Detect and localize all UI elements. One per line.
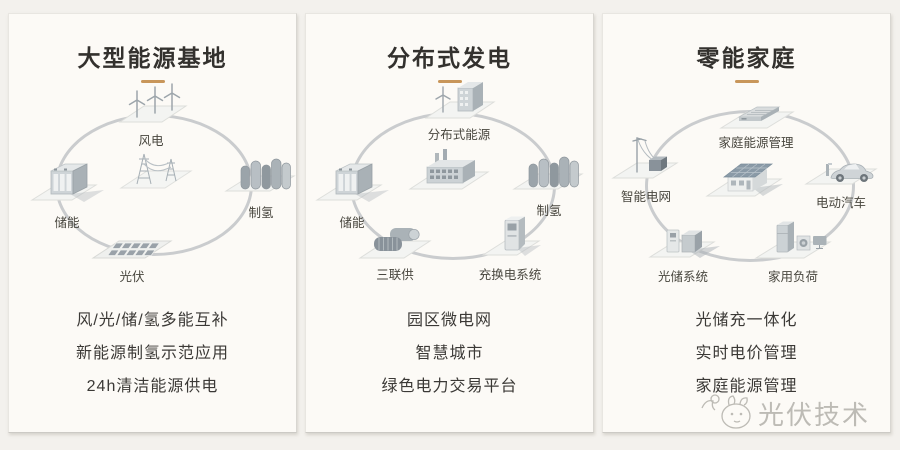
feature-item: 新能源制氢示范应用: [75, 345, 229, 362]
node-smart-grid: 智能电网: [603, 126, 716, 205]
feature-list: 风/光/储/氢多能互补 新能源制氢示范应用 24h清洁能源供电: [9, 304, 296, 403]
feature-item: 绿色电力交易平台: [381, 378, 518, 395]
pv-storage-icon: [640, 212, 726, 266]
smart-grid-icon: [603, 126, 689, 186]
node-solar-house: [674, 146, 814, 202]
node-label: 三联供: [376, 268, 414, 282]
node-label: 储能: [339, 216, 365, 230]
node-hydrogen: 制氢: [191, 144, 296, 221]
feature-item: 实时电价管理: [695, 345, 798, 362]
panel-zero-energy-home: 零能家庭 家庭能源管理: [602, 13, 891, 433]
node-label: 家用负荷: [767, 270, 818, 284]
feature-item: 智慧城市: [415, 345, 484, 362]
node-label: 风电: [138, 134, 164, 148]
hydrogen-tanks-icon: [218, 144, 296, 202]
node-label: 充换电系统: [478, 268, 542, 282]
node-label: 电动汽车: [815, 196, 866, 210]
node-label: 制氢: [536, 204, 562, 218]
solar-array-icon: [89, 212, 175, 266]
node-label: 光储系统: [657, 270, 708, 284]
node-electric-vehicle: 电动汽车: [771, 138, 890, 211]
feature-item: 24h清洁能源供电: [86, 378, 219, 395]
distributed-energy-icon: [416, 68, 502, 124]
node-label: 家庭能源管理: [718, 136, 794, 150]
title-underline: [734, 80, 759, 83]
feature-list: 光储充一体化 实时电价管理 家庭能源管理: [603, 304, 890, 403]
panel-distributed-generation: 分布式发电 分布式能源: [305, 13, 594, 433]
node-label: 制氢: [248, 206, 274, 220]
feature-item: 风/光/储/氢多能互补: [76, 312, 229, 329]
panel-title: 分布式发电: [387, 45, 512, 71]
panel-large-energy-base: 大型能源基地 风电: [8, 13, 297, 433]
feature-item: 光储充一体化: [695, 312, 798, 329]
panel-title: 零能家庭: [696, 45, 797, 71]
feature-item: 家庭能源管理: [695, 378, 798, 395]
feature-item: 园区微电网: [406, 312, 492, 329]
node-label: 智能电网: [620, 190, 671, 204]
node-pv-storage-system: 光储系统: [613, 212, 753, 285]
title-underline: [140, 80, 165, 83]
node-tri-generation: 三联供: [325, 210, 465, 283]
title-underline: [437, 80, 462, 83]
solar-house-icon: [701, 146, 787, 202]
transmission-towers-icon: [113, 140, 199, 198]
household-load-icon: [750, 210, 836, 266]
charging-system-icon: [467, 208, 553, 264]
tri-generation-icon: [352, 210, 438, 264]
node-label: 光伏: [119, 270, 145, 284]
wind-farm-icon: [108, 70, 194, 130]
node-distributed-energy: 分布式能源: [389, 68, 529, 143]
node-hydrogen: 制氢: [479, 142, 593, 219]
node-energy-storage: 储能: [9, 154, 137, 231]
node-solar-pv: 光伏: [62, 212, 202, 285]
node-wind-power: 风电: [81, 70, 221, 149]
node-energy-storage: 储能: [306, 154, 422, 231]
node-charging-system: 充换电系统: [440, 208, 580, 283]
factory-icon: [406, 140, 492, 196]
electric-vehicle-icon: [798, 138, 884, 192]
node-home-energy-management: 家庭能源管理: [686, 88, 826, 151]
home-energy-gateway-icon: [713, 88, 799, 132]
battery-storage-icon: [309, 154, 395, 212]
battery-storage-icon: [24, 154, 110, 212]
node-label: 储能: [54, 216, 80, 230]
hydrogen-tanks-icon: [506, 142, 592, 200]
feature-list: 园区微电网 智慧城市 绿色电力交易平台: [306, 304, 593, 403]
node-label: 分布式能源: [427, 128, 491, 142]
node-transmission: [86, 140, 226, 198]
panel-title: 大型能源基地: [77, 45, 228, 71]
node-factory: [379, 140, 519, 196]
node-household-load: 家用负荷: [723, 210, 863, 285]
